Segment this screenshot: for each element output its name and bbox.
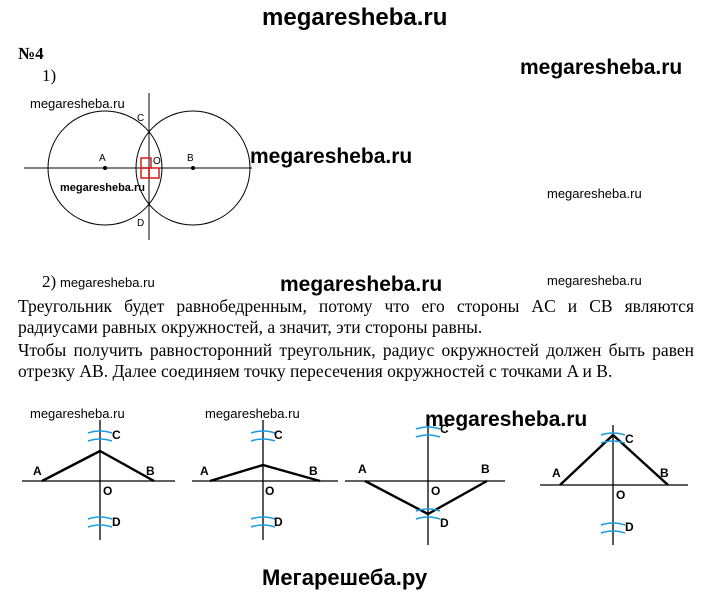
- watermark: megaresheba.ru: [250, 145, 413, 168]
- part2-label: 2): [42, 272, 57, 291]
- d2-label-a: A: [200, 464, 209, 478]
- d2-label-c: C: [274, 428, 283, 442]
- d2-label-b: B: [309, 464, 318, 478]
- paragraph-equilateral: Чтобы получить равносторонний треугольни…: [18, 340, 694, 381]
- watermark: megaresheba.ru: [425, 408, 588, 431]
- fig1-label-c: C: [137, 113, 144, 124]
- diagram-1: A B C D O: [22, 420, 175, 540]
- footer-site: Мегарешеба.ру: [262, 565, 428, 590]
- diagram-3: A B C D O: [345, 418, 505, 545]
- d1-label-b: B: [146, 464, 155, 478]
- point-b: [191, 166, 195, 170]
- problem-number: №4: [18, 44, 44, 63]
- watermark: megaresheba.ru: [520, 56, 683, 79]
- fig1-label-a: A: [99, 153, 106, 164]
- d4-label-b: B: [660, 466, 669, 480]
- d2-label-d: D: [274, 515, 283, 529]
- d1-label-a: A: [33, 464, 42, 478]
- d1-label-o: O: [103, 484, 112, 498]
- right-angle-marker-3: [140, 167, 150, 179]
- diagram-2: A B C D O: [192, 420, 338, 540]
- d1-label-d: D: [112, 515, 121, 529]
- fig1-label-o: O: [153, 156, 161, 167]
- d3-label-c: C: [440, 422, 449, 436]
- d4-label-d: D: [625, 520, 634, 534]
- point-a: [103, 166, 107, 170]
- d4-label-a: A: [552, 466, 561, 480]
- d3-label-b: B: [481, 462, 490, 476]
- fig1-label-d: D: [137, 218, 144, 229]
- circles-construction-figure: A B C D O: [24, 93, 252, 240]
- fig1-label-b: B: [187, 153, 194, 164]
- watermark: megaresheba.ru: [30, 406, 125, 421]
- watermark: megaresheba.ru: [205, 406, 300, 421]
- paragraph-isosceles: Треугольник будет равнобедренным, потому…: [18, 296, 694, 337]
- watermark: megaresheba.ru: [547, 186, 642, 201]
- d1-label-c: C: [112, 428, 121, 442]
- part1-label: 1): [42, 66, 57, 85]
- d3-label-a: A: [358, 462, 367, 476]
- watermark: megaresheba.ru: [60, 182, 145, 194]
- d4-label-c: C: [625, 432, 634, 446]
- triangle-diagrams: A B C D O A B C D O A B C D O: [22, 418, 688, 545]
- watermark: megaresheba.ru: [60, 275, 155, 290]
- d4-label-o: O: [616, 488, 625, 502]
- diagram-4: A B C D O: [540, 425, 688, 545]
- header-site: megaresheba.ru: [262, 4, 448, 31]
- watermark: megaresheba.ru: [280, 273, 443, 296]
- watermark: megaresheba.ru: [30, 96, 125, 111]
- d3-label-d: D: [440, 516, 449, 530]
- right-angle-marker-2: [148, 167, 160, 179]
- d2-label-o: O: [265, 484, 274, 498]
- d3-label-o: O: [431, 484, 440, 498]
- watermark: megaresheba.ru: [547, 273, 642, 288]
